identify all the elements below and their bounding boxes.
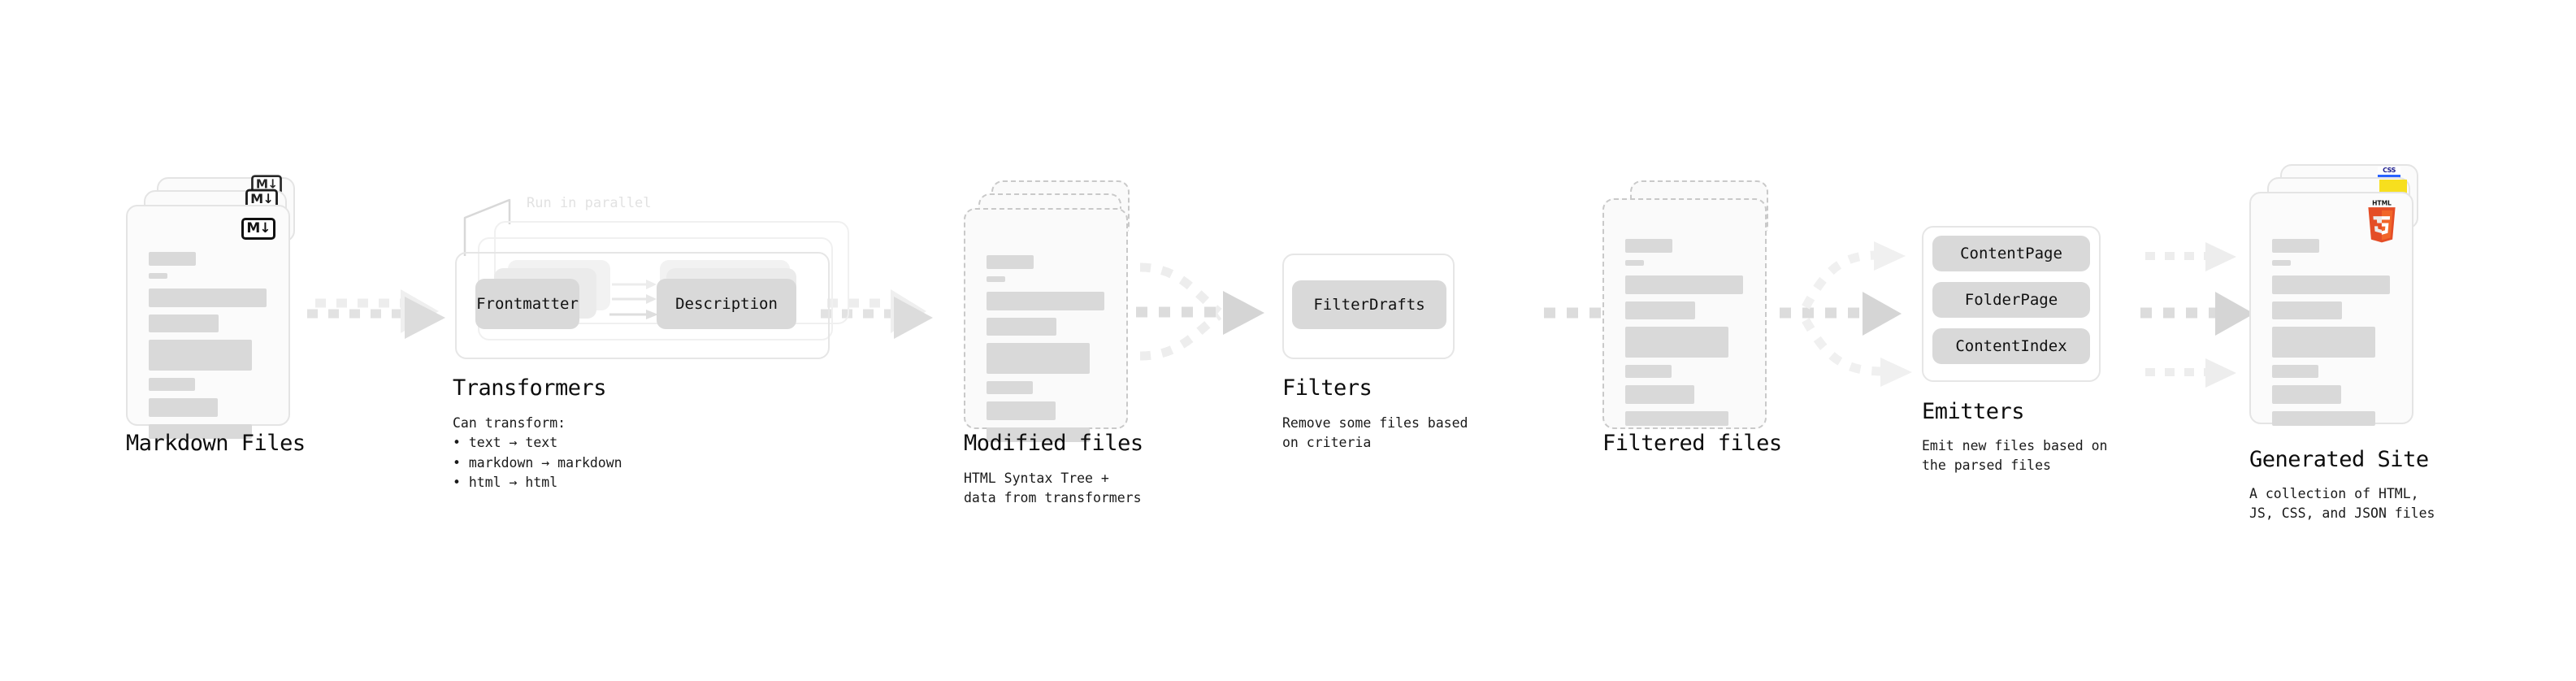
filtered-skeleton xyxy=(1625,239,1747,433)
generated-card-front: HTML xyxy=(2249,192,2413,426)
generated-site-subtitle: A collection of HTML, JS, CSS, and JSON … xyxy=(2249,486,2435,522)
skeleton-bar xyxy=(987,255,1034,269)
skeleton-bar xyxy=(987,292,1104,310)
arrow-markdown-to-transformers xyxy=(307,289,445,339)
arrow-emitters-to-site xyxy=(2140,242,2254,388)
skeleton-bar xyxy=(2272,327,2375,358)
filters-title: Filters xyxy=(1282,375,1373,401)
skeleton-bar xyxy=(149,273,167,279)
skeleton-bar xyxy=(149,378,195,391)
emitters-title: Emitters xyxy=(1922,399,2025,424)
skeleton-bar xyxy=(149,252,196,266)
run-in-parallel-label: Run in parallel xyxy=(527,195,652,211)
generated-skeleton xyxy=(2272,239,2394,433)
skeleton-bar xyxy=(149,340,252,371)
modified-card-front xyxy=(964,208,1128,442)
contentindex-chip[interactable]: ContentIndex xyxy=(1932,328,2090,364)
skeleton-bar xyxy=(2272,260,2291,266)
arrow-filtered-to-emitters xyxy=(1780,241,1912,387)
skeleton-bar xyxy=(1625,260,1644,266)
skeleton-bar xyxy=(987,427,1090,442)
filtered-card-front xyxy=(1602,198,1767,429)
skeleton-bar xyxy=(1625,365,1672,378)
transformers-title: Transformers xyxy=(453,375,607,401)
skeleton-bar xyxy=(1625,239,1672,253)
markdown-card-front: M↓ xyxy=(126,205,290,439)
skeleton-bar xyxy=(149,398,218,417)
description-chip[interactable]: Description xyxy=(657,279,796,329)
skeleton-bar xyxy=(2272,411,2375,426)
html5-logo-icon: HTML xyxy=(2368,199,2396,243)
html5-badge: HTML xyxy=(2363,199,2400,245)
arrow-modified-to-filters xyxy=(1136,262,1264,361)
markdown-files-title: Markdown Files xyxy=(126,431,306,456)
skeleton-bar xyxy=(987,381,1033,394)
markdown-skeleton xyxy=(149,252,271,446)
skeleton-bar xyxy=(987,276,1005,282)
frontmatter-chip[interactable]: Frontmatter xyxy=(475,279,579,329)
modified-skeleton xyxy=(987,255,1108,449)
skeleton-bar xyxy=(987,318,1056,336)
skeleton-bar xyxy=(149,314,219,332)
css-badge: CSS xyxy=(2378,167,2400,178)
contentpage-chip[interactable]: ContentPage xyxy=(1932,236,2090,271)
svg-text:HTML: HTML xyxy=(2372,200,2392,206)
skeleton-bar xyxy=(1625,301,1695,319)
skeleton-bar xyxy=(987,401,1056,420)
skeleton-bar xyxy=(2272,275,2390,294)
skeleton-bar xyxy=(2272,385,2341,404)
skeleton-bar xyxy=(149,288,267,307)
markdown-badge: M↓ xyxy=(241,218,275,240)
skeleton-bar xyxy=(987,343,1090,374)
skeleton-bar xyxy=(2272,239,2319,253)
filters-subtitle: Remove some files based on criteria xyxy=(1282,415,1468,451)
skeleton-bar xyxy=(2272,365,2318,378)
skeleton-bar xyxy=(1625,385,1694,404)
modified-files-title: Modified files xyxy=(964,431,1143,456)
skeleton-bar xyxy=(1625,411,1728,426)
skeleton-bar xyxy=(2272,301,2342,319)
emitters-subtitle: Emit new files based on the parsed files xyxy=(1922,438,2108,474)
filterdrafts-chip[interactable]: FilterDrafts xyxy=(1292,280,1446,329)
modified-files-subtitle: HTML Syntax Tree + data from transformer… xyxy=(964,471,1142,506)
skeleton-bar xyxy=(1625,327,1728,358)
filtered-files-title: Filtered files xyxy=(1602,431,1782,456)
skeleton-bar xyxy=(149,424,252,439)
folderpage-chip[interactable]: FolderPage xyxy=(1932,282,2090,318)
generated-site-title: Generated Site xyxy=(2249,447,2429,472)
transformers-box-front xyxy=(455,252,830,359)
skeleton-bar xyxy=(1625,275,1743,294)
transformers-subtitle: Can transform: • text → text • markdown … xyxy=(453,415,622,490)
